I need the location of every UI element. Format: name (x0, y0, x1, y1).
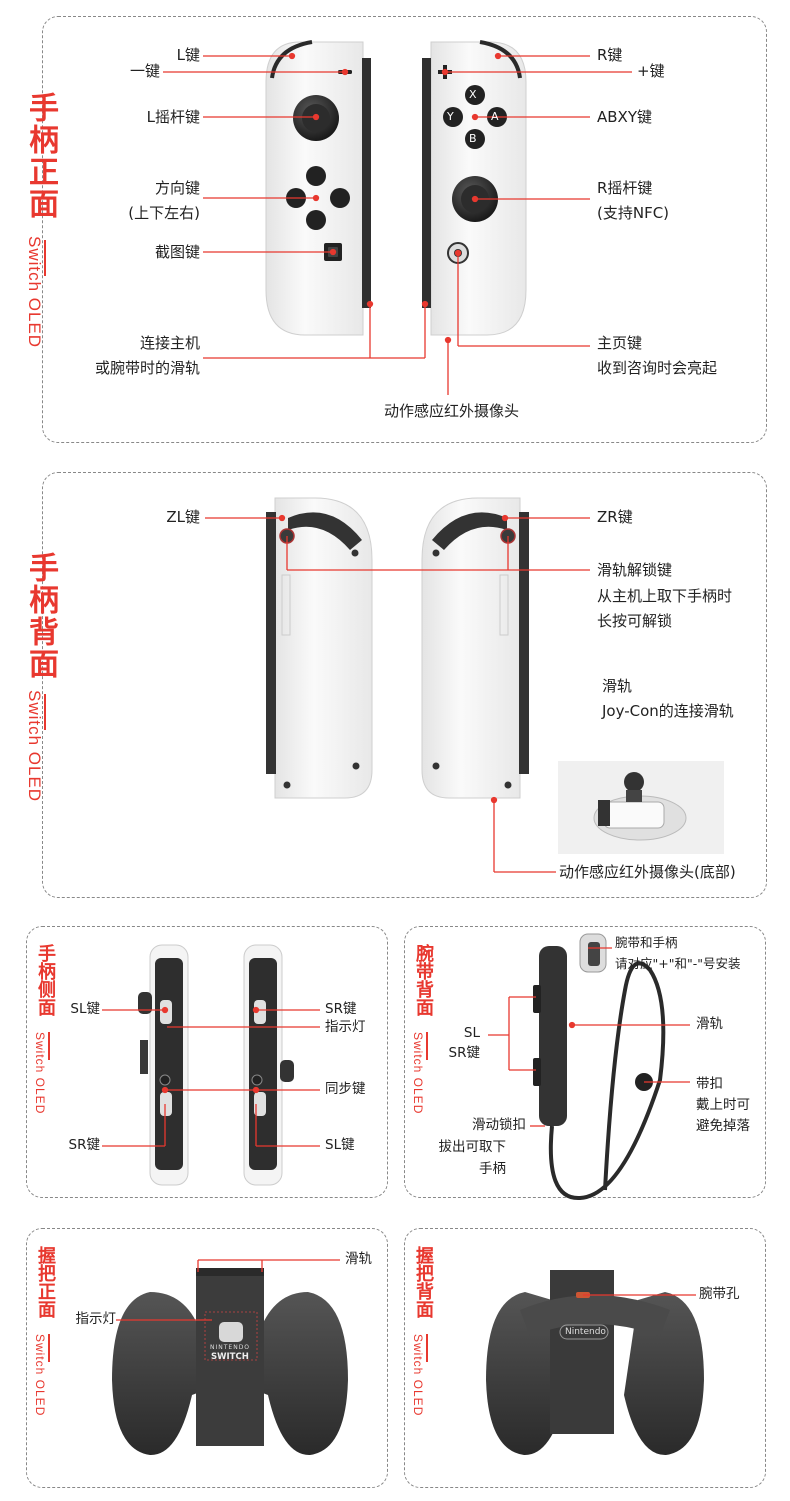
side-view-joycons (138, 944, 294, 1186)
label-strap-clasp-3: 避免掉落 (696, 1118, 750, 1134)
label-strap-clasp-2: 戴上时可 (696, 1097, 750, 1113)
grip-back-panel (404, 1228, 766, 1488)
grip-logo-switch: SWITCH (211, 1352, 249, 1362)
zl-trigger (288, 512, 362, 550)
label-dpad: 方向键 (154, 179, 200, 197)
side-sr-button (160, 1092, 172, 1116)
dpad-down (306, 210, 326, 230)
label-side-sl-right: SL键 (325, 1137, 355, 1153)
y-button-glyph: Y (447, 110, 454, 123)
grip-logo-nintendo: NINTENDO (210, 1344, 251, 1351)
label-side-sr-left: SR键 (68, 1137, 100, 1153)
label-plus-key: +键 (637, 62, 665, 80)
label-strap-rail: 滑轨 (696, 1016, 723, 1032)
grip-back-logo: Nintendo (565, 1327, 606, 1337)
front-title-bar (44, 240, 46, 276)
a-button-glyph: A (491, 110, 499, 123)
label-grip-rail: 滑轨 (345, 1251, 372, 1267)
zr-trigger (432, 512, 507, 550)
label-ir-camera: 动作感应红外摄像头 (384, 402, 520, 420)
label-strap-hole: 腕带孔 (699, 1286, 740, 1302)
front-panel (42, 16, 767, 443)
y-button (443, 107, 463, 127)
strap-title-bar (426, 1032, 428, 1060)
label-l-stick: L摇杆键 (146, 108, 200, 126)
label-strap-sr: SR键 (448, 1045, 480, 1061)
label-ir-bottom: 动作感应红外摄像头(底部) (559, 863, 736, 881)
strap-title: 腕带背面 (413, 944, 434, 1016)
label-side-sync: 同步键 (325, 1081, 366, 1097)
grip-front-title: 握把正面 (35, 1246, 56, 1318)
front-title: 手柄正面 (23, 92, 58, 220)
grip-back (486, 1270, 704, 1456)
dpad-right (330, 188, 350, 208)
grip-back-subtitle: Switch OLED (411, 1334, 425, 1417)
label-l-key: L键 (176, 46, 200, 64)
grip-front-title-bar (48, 1334, 50, 1362)
label-capture: 截图键 (154, 243, 200, 261)
wrist-strap (533, 933, 666, 1201)
label-rail-detail: 或腕带时的滑轨 (94, 359, 200, 377)
label-strap-install-2: 请对应"+"和"-"号安装 (615, 956, 741, 971)
label-rail-release-2: 从主机上取下手柄时 (597, 587, 733, 605)
label-strap-clasp: 带扣 (696, 1076, 723, 1092)
label-zl: ZL键 (166, 508, 200, 526)
label-grip-indicator: 指示灯 (75, 1311, 117, 1327)
back-panel (42, 472, 767, 898)
grip-front-panel (26, 1228, 388, 1488)
label-home: 主页键 (597, 334, 643, 352)
label-rail-release: 滑轨解锁键 (597, 561, 673, 579)
grip-front-subtitle: Switch OLED (33, 1334, 47, 1417)
strap-subtitle: Switch OLED (411, 1032, 425, 1115)
label-strap-lock: 滑动锁扣 (472, 1117, 526, 1133)
side-subtitle: Switch OLED (33, 1032, 47, 1115)
label-r-key: R键 (597, 46, 623, 64)
label-dpad-detail: (上下左右) (128, 204, 200, 222)
back-title-bar (44, 694, 46, 730)
front-subtitle: Switch OLED (25, 236, 44, 349)
label-back-rail-2: Joy-Con的连接滑轨 (602, 702, 734, 720)
label-r-stick-detail: (支持NFC) (597, 204, 670, 222)
side-title: 手柄侧面 (35, 944, 56, 1016)
back-subtitle: Switch OLED (25, 690, 44, 803)
x-button (465, 85, 485, 105)
label-side-sr-right: SR键 (325, 1001, 357, 1017)
back-title: 手柄背面 (23, 552, 58, 680)
label-strap-install: 腕带和手柄 (615, 935, 678, 950)
label-zr: ZR键 (597, 508, 633, 526)
bottom-view-inset (558, 761, 724, 854)
x-button-glyph: X (469, 88, 477, 101)
label-minus-key: 一键 (129, 62, 160, 80)
grip-back-title-bar (426, 1334, 428, 1362)
label-home-detail: 收到咨询时会亮起 (597, 359, 718, 377)
callout-lines (102, 52, 696, 1321)
label-side-indicator: 指示灯 (325, 1019, 366, 1035)
b-button (465, 129, 485, 149)
grip-back-title: 握把背面 (413, 1246, 434, 1318)
label-strap-lock-3: 手柄 (479, 1161, 506, 1177)
label-side-sl-left: SL键 (70, 1001, 100, 1017)
label-strap-sl: SL (463, 1025, 480, 1041)
label-back-rail: 滑轨 (602, 677, 633, 695)
dpad-up (306, 166, 326, 186)
back-right-joycon (421, 497, 529, 799)
label-abxy: ABXY键 (597, 108, 652, 126)
side-panel (26, 926, 388, 1198)
front-left-joycon (265, 40, 371, 336)
side-title-bar (48, 1032, 50, 1060)
back-left-joycon (266, 497, 373, 799)
label-rail: 连接主机 (139, 334, 200, 352)
label-strap-lock-2: 拔出可取下 (438, 1139, 507, 1155)
b-button-glyph: B (469, 132, 477, 145)
label-r-stick: R摇杆键 (597, 179, 653, 197)
label-rail-release-3: 长按可解锁 (597, 612, 673, 630)
grip-front (112, 1268, 348, 1456)
